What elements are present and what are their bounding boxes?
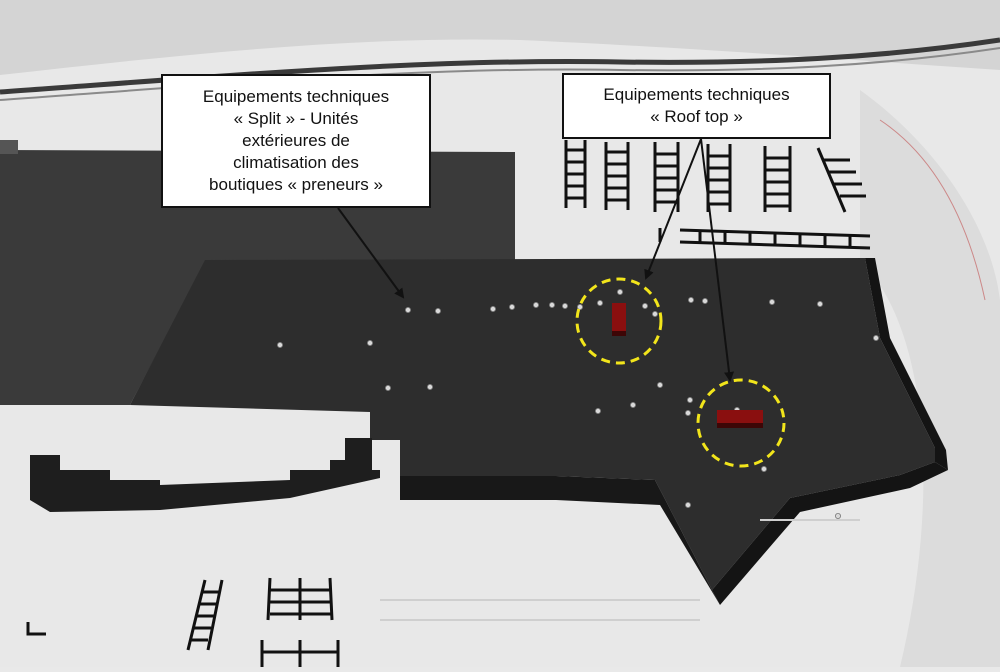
split-unit-dot	[630, 401, 637, 408]
boundary-line	[879, 119, 986, 301]
callout-split-line-4: climatisation des	[233, 153, 359, 172]
callout-rooftop-units: Equipements techniques « Roof top »	[562, 73, 831, 139]
split-unit-dot	[702, 297, 709, 304]
stepped-block	[30, 438, 380, 512]
highlight-circle-1	[575, 277, 663, 365]
split-unit-dot	[835, 513, 842, 520]
leader-arrow-split	[337, 207, 405, 299]
split-unit-dot	[595, 407, 602, 414]
split-unit-dot	[685, 501, 692, 508]
rooftop-unit-2	[717, 410, 763, 428]
split-unit-dot	[642, 302, 649, 309]
split-unit-dot	[817, 300, 824, 307]
split-unit-dot	[533, 301, 540, 308]
parking-bottom	[26, 577, 340, 667]
terrain-right-slope	[860, 90, 1000, 667]
split-unit-dot	[597, 299, 604, 306]
callout-split-line-1: Equipements techniques	[202, 87, 390, 106]
ground-markings	[380, 519, 860, 621]
split-unit-dot	[769, 298, 776, 305]
split-unit-dot	[276, 341, 283, 348]
split-unit-dot	[688, 296, 695, 303]
split-unit-dot	[434, 307, 441, 314]
roof-wall-southwest	[400, 476, 556, 500]
building-left-edge	[0, 140, 18, 154]
split-unit-dot	[489, 305, 496, 312]
roof-wall-south	[556, 476, 720, 605]
split-unit-dot	[761, 465, 768, 472]
split-unit-dot	[617, 288, 624, 295]
highlight-circle-2	[696, 378, 786, 468]
leader-arrow-rooftop-1	[644, 138, 702, 280]
callout-rooftop-line-2: « Roof top »	[650, 107, 743, 126]
callout-split-line-3: extérieures de	[242, 131, 350, 150]
callout-split-units: Equipements techniques « Split » - Unité…	[161, 74, 431, 208]
split-unit-dot	[562, 302, 569, 309]
roof-edge-right	[865, 258, 948, 470]
split-unit-dot	[508, 303, 515, 310]
split-unit-dot	[873, 334, 880, 341]
rooftop-unit-1	[612, 303, 626, 336]
split-unit-dot	[687, 396, 694, 403]
split-unit-dot	[549, 301, 556, 308]
split-unit-dot	[657, 381, 664, 388]
callout-split-line-5: boutiques « preneurs »	[209, 175, 383, 194]
split-unit-dot	[652, 310, 659, 317]
callout-split-line-2: « Split » - Unités	[233, 109, 359, 128]
building-left	[0, 150, 515, 405]
terrain-upper-band	[0, 0, 1000, 75]
leader-arrow-rooftop-2	[700, 138, 735, 382]
split-unit-dot	[685, 409, 692, 416]
split-unit-dot	[404, 306, 411, 313]
split-unit-dot	[366, 339, 373, 346]
split-unit-dot	[384, 384, 391, 391]
split-unit-dot	[426, 383, 433, 390]
parking-top	[564, 140, 871, 250]
roof-edge-bottom	[712, 462, 948, 605]
callout-rooftop-line-1: Equipements techniques	[603, 85, 790, 104]
main-roof	[130, 258, 935, 590]
